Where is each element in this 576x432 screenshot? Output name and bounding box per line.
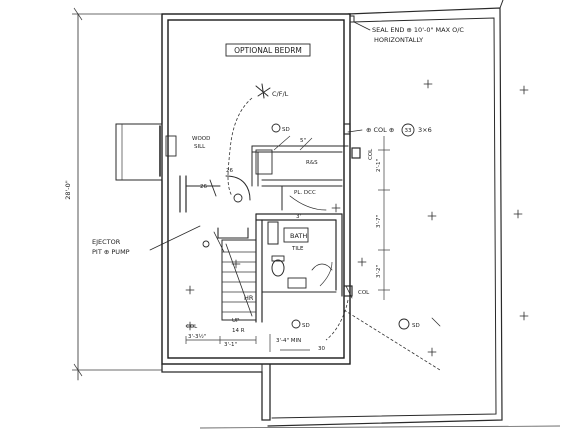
window-well xyxy=(115,123,177,181)
interior-walls: R&S PL. DCC BATH TILE HR UP 14 R xyxy=(179,135,370,352)
column-note: ⊕ COL ⊕ 33 3×6 xyxy=(343,123,432,137)
wood-sill-label: WOOD SILL xyxy=(192,136,210,150)
right-dimensions: 2'-1" 3'-7" 3'-2" COL xyxy=(351,136,390,300)
dim-col-2: COL xyxy=(358,290,370,296)
ras-label: R&S xyxy=(306,160,318,166)
fan-light-label: C/F/L xyxy=(272,90,289,98)
ejector-label-1: EJECTOR xyxy=(92,238,121,246)
ceiling-fan-symbol: C/F/L xyxy=(227,83,289,197)
seal-note-line2: HORIZONTALLY xyxy=(374,36,423,44)
col-note-text: ⊕ COL ⊕ xyxy=(366,126,394,134)
left-dimension: 28'-0" xyxy=(64,7,162,381)
dim-r3: 3'-2" xyxy=(376,265,382,278)
hr-label: HR xyxy=(244,294,254,302)
optional-bedroom-label: OPTIONAL BEDRM xyxy=(225,43,311,57)
svg-text:SD: SD xyxy=(302,323,310,329)
tile-label: TILE xyxy=(291,246,304,252)
col-tag: 33 xyxy=(405,128,412,134)
light-markers xyxy=(185,79,529,357)
basement-walls xyxy=(161,13,351,421)
col-size: 3×6 xyxy=(418,126,432,134)
dim-b2: 3'-1" xyxy=(224,342,237,348)
seal-note-line1: SEAL END ⊕ 10'-0" MAX O/C xyxy=(372,26,464,34)
dim-b1: 3'-3½" xyxy=(188,333,206,340)
bath-label: BATH xyxy=(290,232,307,240)
dim-3a: 3' xyxy=(296,214,301,220)
dim-r2: 3'-7" xyxy=(376,215,382,228)
pl-dcc-label: PL. DCC xyxy=(294,190,316,196)
up-label: UP xyxy=(232,318,240,324)
ejector-pump-note: EJECTOR PIT ⊕ PUMP xyxy=(92,225,201,256)
bottom-edge xyxy=(199,309,561,429)
dim-26a: 26 xyxy=(226,168,233,174)
ceiling-fixtures: SD SD SD xyxy=(233,123,441,330)
wood-sill-1: WOOD xyxy=(192,136,210,142)
dim-col-3: COL xyxy=(186,324,198,330)
svg-text:SD: SD xyxy=(412,323,420,329)
min-label: 3'-4" MIN xyxy=(276,338,301,344)
ejector-label-2: PIT ⊕ PUMP xyxy=(92,248,130,256)
wood-sill-2: SILL xyxy=(194,144,206,150)
dim-r1: 2'-1" xyxy=(376,159,382,172)
seal-end-note: SEAL END ⊕ 10'-0" MAX O/C HORIZONTALLY xyxy=(349,15,464,44)
dim-26b: 26 xyxy=(200,184,207,190)
up-risers-label: 14 R xyxy=(232,328,245,334)
dim-col-1: COL xyxy=(368,148,374,160)
outer-footprint xyxy=(267,0,504,427)
dim-overall-label: 28'-0" xyxy=(64,180,72,200)
svg-text:SD: SD xyxy=(282,127,290,133)
optional-bedroom-text: OPTIONAL BEDRM xyxy=(234,46,302,55)
dim-30: 30 xyxy=(318,346,325,352)
dim-5: 5" xyxy=(300,138,306,144)
